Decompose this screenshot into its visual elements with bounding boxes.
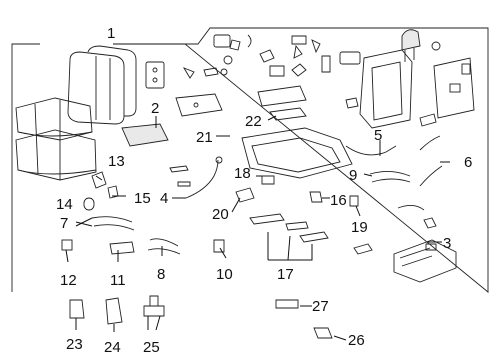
callout-14: 14 [56, 196, 73, 213]
seat-back-panel [419, 57, 475, 127]
callout-1: 1 [107, 25, 115, 42]
seat-back-frame [345, 29, 441, 129]
callout-21: 21 [196, 129, 213, 146]
leader-lines [65, 115, 450, 341]
callout-25: 25 [143, 339, 160, 356]
callout-11: 11 [110, 272, 126, 289]
seat-bracket [121, 93, 223, 147]
seat-track-assembly [353, 205, 457, 283]
callout-18: 18 [234, 165, 251, 182]
callout-20: 20 [212, 206, 229, 223]
cable-5 [345, 145, 397, 156]
callout-2: 2 [151, 100, 159, 117]
callout-19: 19 [351, 219, 368, 236]
callout-3: 3 [443, 235, 451, 252]
wire-harness-4 [185, 159, 219, 199]
callout-5: 5 [374, 127, 382, 144]
callout-6: 6 [464, 154, 472, 171]
callout-27: 27 [312, 298, 329, 315]
callout-7: 7 [60, 215, 68, 232]
callout-13: 13 [108, 153, 125, 170]
seat-back-cushion [67, 45, 137, 125]
callout-8: 8 [157, 266, 165, 283]
callout-10: 10 [216, 266, 233, 283]
callout-16: 16 [330, 192, 347, 209]
callout-4: 4 [160, 190, 168, 207]
callout-17: 17 [277, 266, 294, 283]
loose-parts [69, 295, 333, 339]
callout-26: 26 [348, 332, 365, 349]
seat-cushion [15, 97, 97, 181]
middle-clip-parts [213, 175, 359, 253]
callout-9: 9 [349, 167, 357, 184]
cable-9 [369, 171, 411, 183]
callout-22: 22 [245, 113, 262, 130]
callout-12: 12 [60, 272, 77, 289]
callout-15: 15 [134, 190, 151, 207]
upper-hardware-cluster [145, 34, 361, 89]
callout-24: 24 [104, 339, 121, 356]
lower-left-parts [61, 165, 191, 255]
callout-23: 23 [66, 336, 83, 353]
assembly-frame [11, 27, 489, 293]
cable-6 [419, 165, 443, 187]
seat-frame [241, 85, 353, 179]
